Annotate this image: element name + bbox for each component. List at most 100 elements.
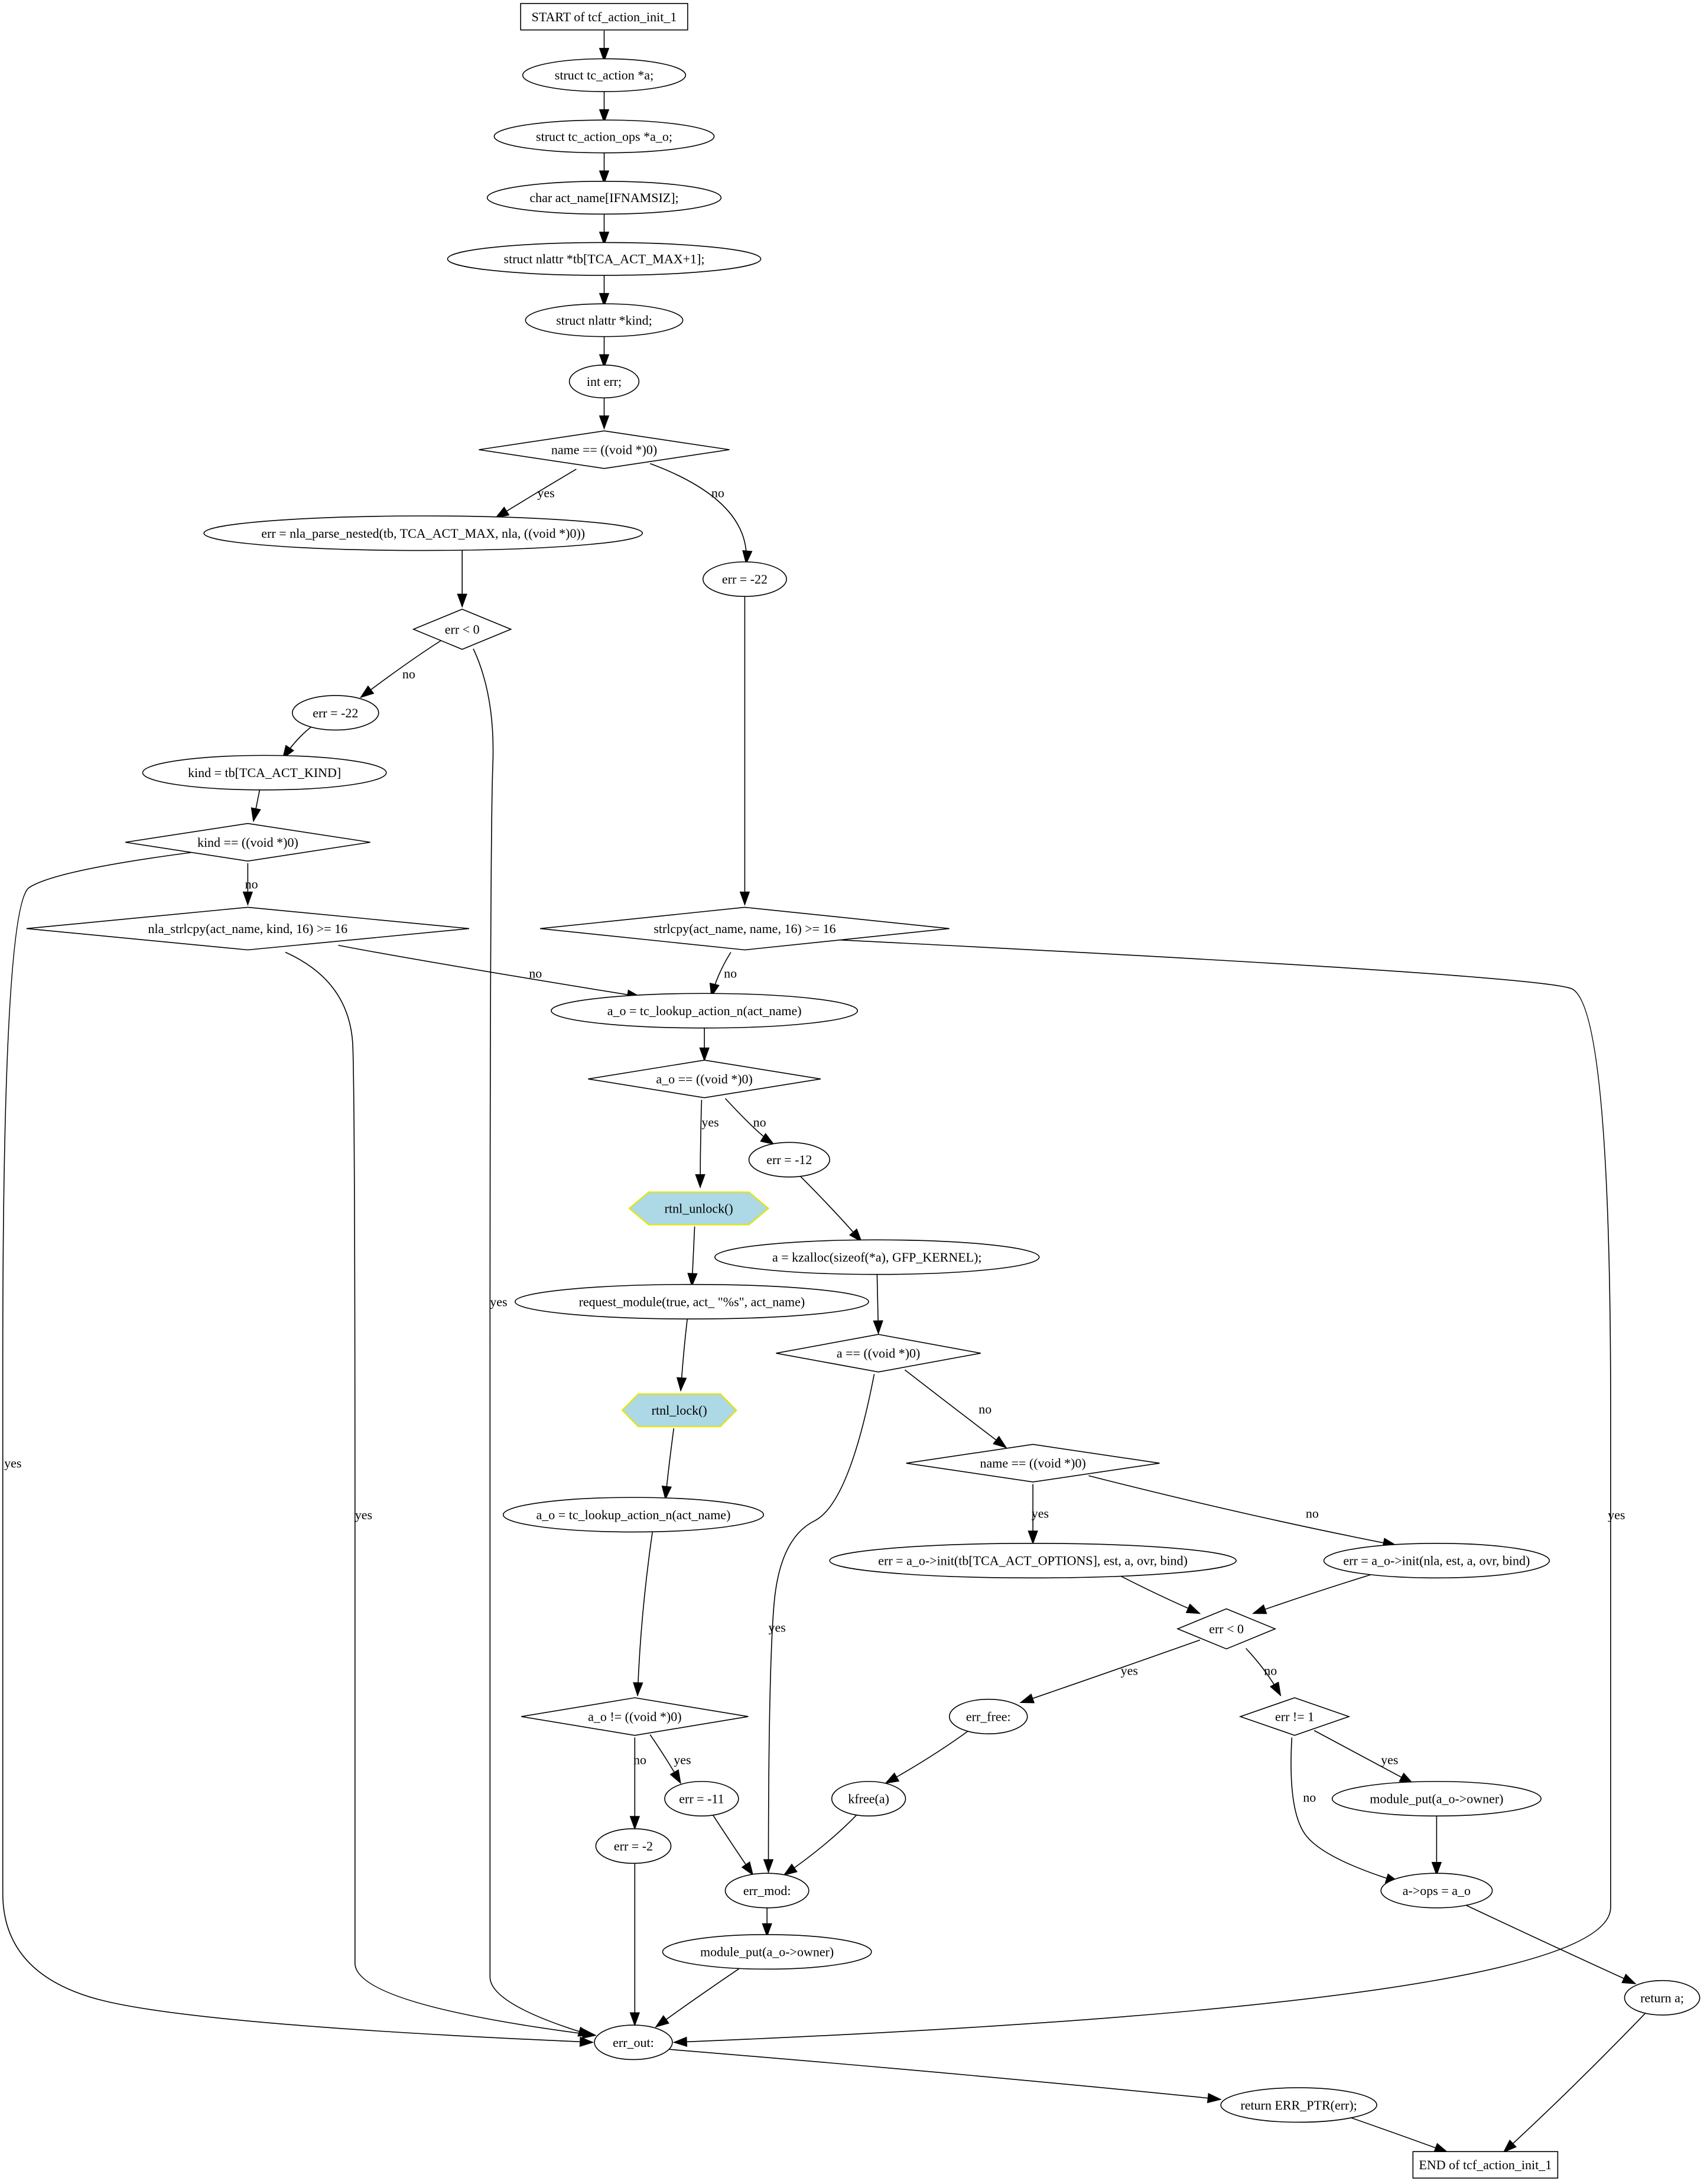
edge-line: [2, 852, 593, 2043]
node-n8: err = -22: [702, 561, 787, 597]
node-label: err = a_o->init(nla, est, a, ovr, bind): [1343, 1554, 1530, 1568]
edge-h2-to-n15: [661, 1428, 675, 1500]
node-n20: kfree(a): [831, 1780, 906, 1816]
arrowhead: [629, 1816, 640, 1831]
node-ellipse: [595, 1828, 672, 1864]
edge-line: [473, 648, 592, 2036]
node-diamond: [1238, 1697, 1351, 1736]
arrowhead: [993, 1435, 1007, 1449]
node-label: END of tcf_action_init_1: [1419, 2157, 1552, 2172]
node-label: strlcpy(act_name, name, 16) >= 16: [653, 921, 835, 936]
node-label: kind == ((void *)0): [197, 835, 298, 850]
edge-start-to-n1: [599, 30, 610, 63]
node-label: module_put(a_o->owner): [1370, 1791, 1503, 1806]
node-label: a->ops = a_o: [1403, 1883, 1471, 1898]
edge-d7-to-n23: [763, 1374, 875, 1874]
edge-n18-to-n20: [885, 1730, 970, 1784]
node-ellipse: [551, 993, 859, 1029]
node-ellipse: [1331, 1780, 1542, 1816]
edge-line: [668, 2049, 1221, 2100]
node-n6: int err;: [568, 364, 640, 399]
node-label: err = -22: [313, 706, 358, 720]
arrowhead: [360, 685, 375, 698]
edge-label-yes: yes: [490, 1294, 507, 1309]
edge-line: [1088, 1475, 1397, 1546]
edge-line: [1503, 2011, 1647, 2153]
edge-d6-to-h1: [695, 1100, 705, 1189]
arrowhead: [1503, 2139, 1517, 2153]
edge-label-yes: yes: [1608, 1507, 1625, 1522]
edge-label-no: no: [633, 1752, 646, 1767]
arrowhead: [783, 1863, 798, 1876]
edge-n14-to-h2: [676, 1315, 688, 1392]
node-d2: err < 0: [412, 609, 512, 650]
edge-line: [783, 1812, 860, 1876]
edge-n2-to-n3: [599, 150, 610, 185]
edge-line: [904, 1369, 1007, 1448]
arrowhead: [1028, 1530, 1038, 1545]
node-label: err = -22: [722, 572, 768, 587]
node-n22: err = -2: [595, 1828, 672, 1864]
node-box: [1412, 2151, 1559, 2179]
edge-label-no: no: [1303, 1790, 1316, 1805]
edge-label-no: no: [724, 966, 737, 980]
node-diamond: [125, 823, 370, 862]
node-n21: module_put(a_o->owner): [1331, 1780, 1542, 1816]
node-n14: request_module(true, act_ "%s", act_name…: [514, 1283, 869, 1320]
node-n11: a_o = tc_lookup_action_n(act_name): [551, 993, 859, 1029]
arrowhead: [699, 1047, 710, 1062]
arrowhead: [599, 48, 610, 63]
edge-n6-to-d1: [599, 395, 610, 430]
arrowhead: [885, 1772, 900, 1784]
node-ellipse: [831, 1780, 906, 1816]
edge-line: [338, 944, 640, 997]
node-ellipse: [1220, 2087, 1377, 2123]
edge-line: [1117, 1574, 1201, 1614]
node-n26: return a;: [1624, 1980, 1701, 2016]
node-d1: name == ((void *)0): [479, 430, 730, 469]
arrowhead: [599, 109, 610, 124]
edge-label-yes: yes: [701, 1114, 718, 1129]
arrowhead: [1269, 1681, 1282, 1696]
arrowhead: [1019, 1693, 1035, 1704]
edge-label-yes: yes: [1032, 1506, 1049, 1520]
node-d10: a_o != ((void *)0): [521, 1697, 749, 1736]
node-end: END of tcf_action_init_1: [1412, 2151, 1559, 2179]
edge-label-no: no: [402, 667, 415, 681]
arrowhead: [495, 506, 510, 519]
edge-line: [360, 640, 442, 698]
node-h1: rtnl_unlock(): [628, 1191, 770, 1226]
node-diamond: [540, 906, 950, 951]
arrowhead: [1252, 1604, 1267, 1614]
node-label: a_o == ((void *)0): [656, 1071, 753, 1086]
arrowhead: [242, 891, 253, 906]
node-ellipse: [493, 119, 715, 154]
node-label: err = -12: [766, 1152, 812, 1167]
node-n23: err_mod:: [724, 1873, 809, 1909]
node-ellipse: [724, 1873, 809, 1909]
node-n13: a = kzalloc(sizeof(*a), GFP_KERNEL);: [714, 1239, 1040, 1275]
node-n3: char act_name[IFNAMSIZ];: [486, 180, 722, 215]
node-label: a_o = tc_lookup_action_n(act_name): [607, 1003, 802, 1018]
edge-n17-to-d9: [1252, 1574, 1371, 1614]
edge-d1-to-n8: [649, 463, 753, 565]
edge-label-yes: yes: [537, 486, 554, 500]
node-label: rtnl_lock(): [652, 1403, 707, 1418]
edge-d2-to-n9: [360, 640, 442, 698]
edge-n15-to-d10: [633, 1528, 653, 1697]
edge-line: [637, 1528, 653, 1696]
arrowhead: [763, 1859, 774, 1874]
node-d5: strlcpy(act_name, name, 16) >= 16: [540, 906, 950, 951]
arrowhead: [629, 2012, 640, 2027]
node-n16: err = a_o->init(tb[TCA_ACT_OPTIONS], est…: [829, 1543, 1237, 1579]
arrowhead: [599, 415, 610, 430]
node-d6: a_o == ((void *)0): [588, 1060, 821, 1098]
node-label: int err;: [587, 374, 622, 389]
edge-label-yes: yes: [769, 1620, 786, 1635]
node-label: kind = tb[TCA_ACT_KIND]: [188, 765, 341, 780]
node-n27: err_out:: [594, 2024, 673, 2060]
edge-line: [1464, 1904, 1636, 1985]
node-label: err = a_o->init(tb[TCA_ACT_OPTIONS], est…: [878, 1554, 1188, 1568]
edge-label-yes: yes: [355, 1507, 372, 1522]
arrowhead: [251, 807, 261, 823]
